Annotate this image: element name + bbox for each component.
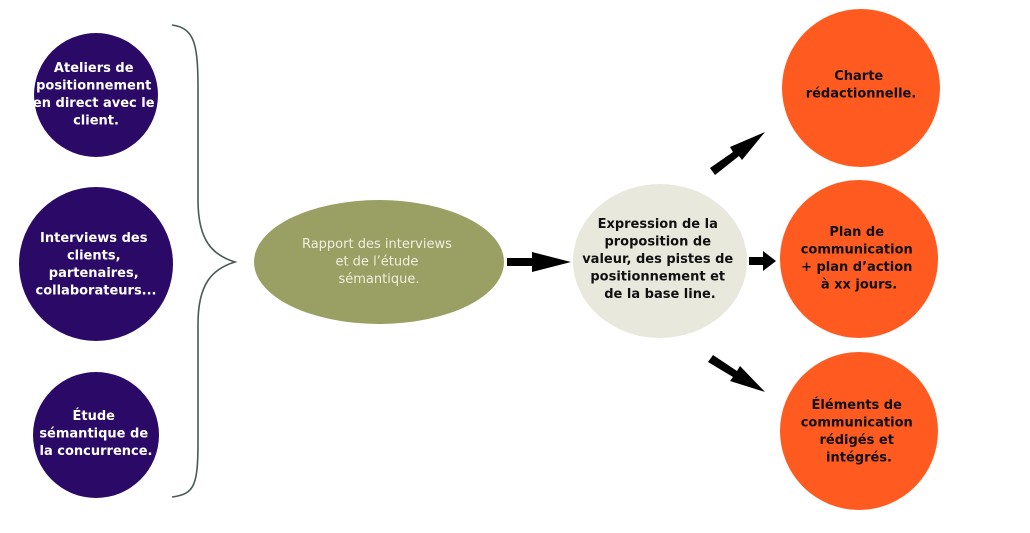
text-line: communication (801, 416, 913, 431)
input-text: Interviews des clients, partenaires, col… (36, 231, 157, 299)
text-line: sémantique de (39, 427, 148, 442)
synthesis-ellipse (254, 200, 504, 324)
output-circle (780, 180, 938, 338)
output-circle (782, 9, 940, 167)
text-line: Éléments de (812, 397, 903, 413)
text-line: à xx jours. (821, 278, 897, 293)
input-circle (33, 372, 159, 498)
arrow-down-right-icon (708, 355, 765, 392)
text-line: positionnement (36, 79, 151, 94)
text-line: collaborateurs... (36, 284, 157, 299)
input-circle (19, 187, 173, 341)
arrow-right-icon (749, 251, 776, 271)
text-line: et de l’étude (335, 255, 418, 270)
text-line: positionnement et (590, 270, 725, 285)
text-line: Plan de (829, 225, 884, 240)
text-line: Rapport des interviews (302, 237, 452, 252)
proposition-node: Expression de la proposition de valeur, … (573, 184, 747, 338)
text-line: + plan d’action (801, 260, 912, 275)
arrow-right-icon (507, 252, 571, 272)
synthesis-text: Rapport des interviews et de l’étude sém… (302, 237, 456, 287)
arrow-up-right-icon (710, 132, 765, 175)
text-line: en direct avec le (33, 96, 155, 111)
output-text: Plan de communication + plan d’action à … (801, 225, 918, 293)
input-node-workshops: Ateliers de positionnement en direct ave… (33, 33, 159, 157)
input-text: Ateliers de positionnement en direct ave… (33, 61, 159, 129)
text-line: Ateliers de (54, 61, 134, 76)
text-line: client. (73, 114, 119, 129)
text-line: valeur, des pistes de (582, 252, 733, 267)
text-line: intégrés. (826, 451, 892, 466)
text-line: de la base line. (604, 287, 715, 302)
text-line: clients, (67, 249, 121, 264)
output-text: Charte rédactionnelle. (806, 69, 917, 102)
proposition-text: Expression de la proposition de valeur, … (582, 217, 738, 302)
text-line: Interviews des (40, 231, 148, 246)
proposition-ellipse (573, 184, 747, 338)
output-node-editorial-charter: Charte rédactionnelle. (782, 9, 940, 167)
text-line: Charte (834, 69, 883, 84)
text-line: proposition de (604, 235, 711, 250)
text-line: partenaires, (49, 266, 139, 281)
text-line: Étude (72, 408, 115, 424)
synthesis-node: Rapport des interviews et de l’étude sém… (254, 200, 504, 324)
text-line: rédactionnelle. (806, 87, 917, 102)
output-text: Éléments de communication rédigés et int… (801, 397, 918, 466)
text-line: la concurrence. (40, 444, 153, 459)
input-node-semantic-study: Étude sémantique de la concurrence. (33, 372, 159, 498)
text-line: Expression de la (598, 217, 718, 232)
curly-brace (171, 24, 238, 498)
input-node-interviews: Interviews des clients, partenaires, col… (19, 187, 173, 341)
text-line: rédigés et (820, 433, 894, 448)
text-line: sémantique. (339, 272, 420, 287)
output-circle (780, 352, 938, 510)
output-node-communication-elements: Éléments de communication rédigés et int… (780, 352, 938, 510)
output-node-communication-plan: Plan de communication + plan d’action à … (780, 180, 938, 338)
input-circle (34, 33, 158, 157)
input-text: Étude sémantique de la concurrence. (39, 408, 152, 459)
text-line: communication (801, 243, 913, 258)
